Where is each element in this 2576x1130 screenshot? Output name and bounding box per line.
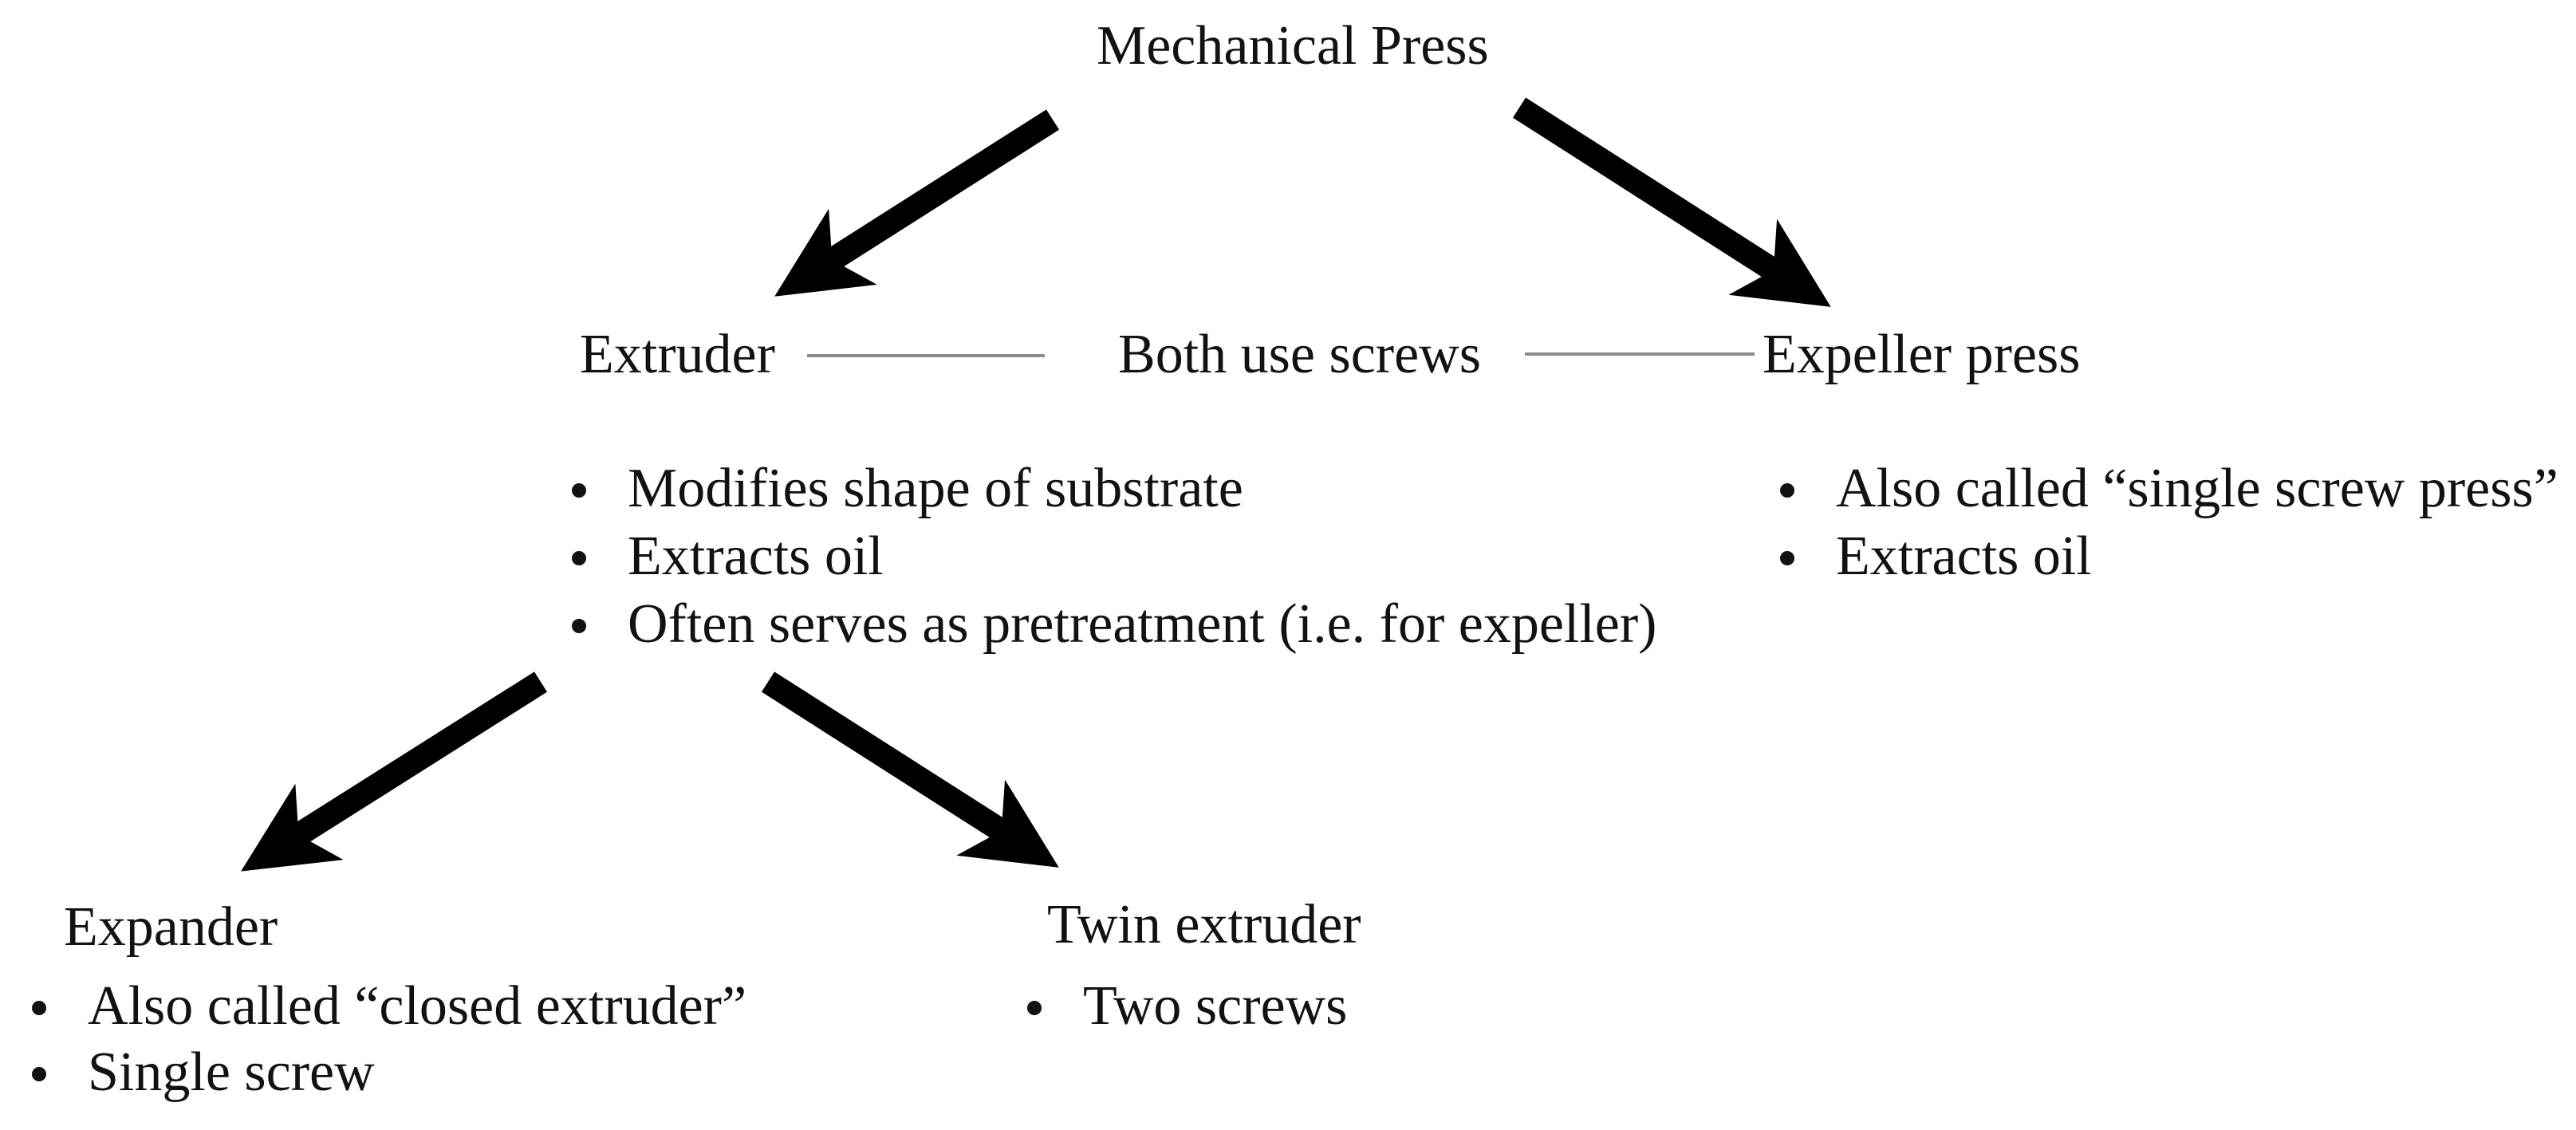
node-extruder: Extruder (580, 324, 775, 385)
expander-bullet-list: Also called “closed extruder” Single scr… (32, 973, 746, 1105)
bullet-icon (32, 1067, 46, 1081)
node-expeller-press: Expeller press (1763, 324, 2081, 385)
bullet-icon (32, 1001, 46, 1015)
list-item-text: Often serves as pretreatment (i.e. for e… (628, 593, 1657, 655)
arrow-mechanical-press-to-extruder (774, 109, 1060, 297)
list-item-text: Also called “closed extruder” (88, 975, 747, 1037)
list-item-text: Extracts oil (1836, 526, 2092, 587)
list-item: Often serves as pretreatment (i.e. for e… (572, 590, 1657, 658)
list-item-text: Single screw (88, 1041, 375, 1103)
list-item-text: Also called “single screw press” (1836, 458, 2558, 519)
extruder-bullet-list: Modifies shape of substrate Extracts oil… (572, 455, 1657, 658)
list-item-text: Two screws (1083, 975, 1348, 1037)
bullet-icon (1027, 1001, 1042, 1015)
list-item: Also called “closed extruder” (32, 973, 746, 1039)
connector-both-use-screws-to-expeller-press (1525, 352, 1755, 356)
node-expander: Expander (64, 896, 278, 958)
list-item-text: Modifies shape of substrate (628, 458, 1243, 519)
connector-extruder-to-both-use-screws (807, 354, 1045, 357)
bullet-icon (572, 483, 586, 498)
list-item: Extracts oil (572, 522, 1657, 590)
list-item: Modifies shape of substrate (572, 455, 1657, 522)
list-item: Single screw (32, 1039, 746, 1105)
node-both-use-screws: Both use screws (1118, 324, 1481, 385)
arrow-extruder-to-twin-extruder (761, 671, 1059, 868)
node-mechanical-press: Mechanical Press (1097, 15, 1489, 77)
list-item: Two screws (1027, 973, 1347, 1039)
bullet-icon (1780, 551, 1794, 565)
arrow-mechanical-press-to-expeller-press (1512, 97, 1831, 307)
node-twin-extruder: Twin extruder (1047, 894, 1361, 955)
expeller-press-bullet-list: Also called “single screw press” Extract… (1780, 455, 2558, 590)
list-item-text: Extracts oil (628, 526, 884, 587)
bullet-icon (572, 551, 586, 565)
bullet-icon (1780, 483, 1794, 498)
list-item: Extracts oil (1780, 522, 2558, 590)
twin-extruder-bullet-list: Two screws (1027, 973, 1347, 1039)
list-item: Also called “single screw press” (1780, 455, 2558, 522)
bullet-icon (572, 619, 586, 633)
arrow-extruder-to-expander (241, 671, 548, 872)
